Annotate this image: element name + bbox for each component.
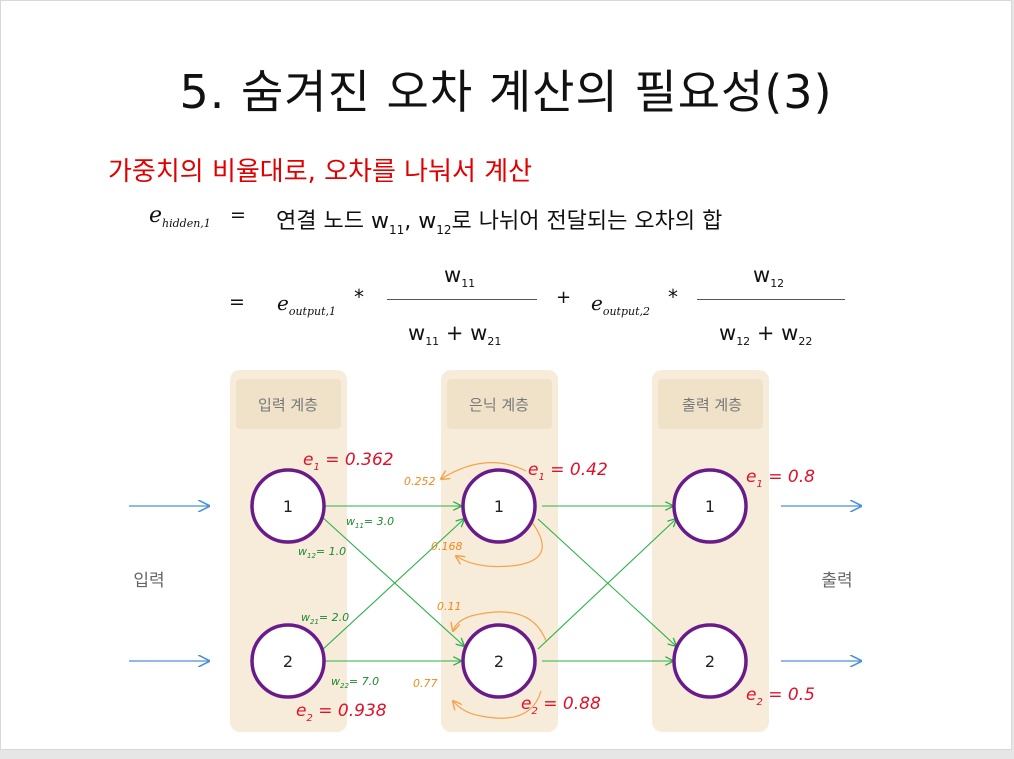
output-side-label: 출력 — [821, 571, 852, 591]
split-value-h1-top: 0.252 — [404, 475, 436, 488]
equation-equals-1: = — [230, 204, 246, 226]
node-hidden-2-label: 2 — [494, 652, 504, 671]
fraction1-den-plus: + w — [445, 321, 488, 345]
fraction1-denominator: w11 + w21 — [408, 321, 501, 348]
equation-lhs-base: e — [149, 203, 163, 228]
fraction2-denominator: w12 + w22 — [719, 321, 812, 348]
fraction1-numerator: w11 — [444, 263, 475, 290]
fraction2-num-sub: 12 — [770, 277, 785, 290]
weight-w11: w11= 3.0 — [346, 515, 394, 530]
node-input-1-label: 1 — [283, 497, 293, 516]
error-output-2: e2 = 0.5 — [746, 685, 815, 708]
split-arrow-h2-top — [453, 611, 547, 642]
term1-base: e — [277, 291, 289, 315]
term2: eoutput,2 — [591, 291, 650, 318]
term2-sub: output,2 — [602, 305, 651, 318]
fraction2-den-sub1: 12 — [736, 335, 751, 348]
node-hidden-1-label: 1 — [494, 497, 504, 516]
fraction2-den-sub2: 22 — [798, 335, 813, 348]
node-hidden-2: 2 — [461, 623, 537, 699]
split-value-h1-bottom: 0.168 — [431, 540, 463, 553]
fraction1-den-sub2: 21 — [487, 335, 502, 348]
equation-desc-sub1: 11 — [388, 223, 405, 237]
split-arrow-h1-bottom — [456, 520, 543, 568]
slide-title: 5. 숨겨진 오차 계산의 필요성(3) — [179, 65, 833, 119]
term1-sub: output,1 — [288, 305, 337, 318]
equation-lhs-sub: hidden,1 — [162, 217, 211, 230]
node-input-2-label: 2 — [283, 652, 293, 671]
split-value-h2-bottom: 0.77 — [413, 677, 438, 690]
slide-subtitle: 가중치의 비율대로, 오차를 나눠서 계산 — [108, 157, 533, 187]
layer-label-input: 입력 계층 — [258, 396, 318, 414]
equation-equals-2: = — [229, 291, 245, 313]
equation-desc-a: 연결 노드 w — [276, 209, 389, 234]
fraction1-num-sub: 11 — [461, 277, 476, 290]
node-input-2: 2 — [250, 623, 326, 699]
split-value-h2-top: 0.11 — [437, 600, 462, 613]
error-input-1: e1 = 0.362 — [303, 450, 394, 473]
error-hidden-2: e2 = 0.88 — [521, 694, 601, 717]
error-input-2: e2 = 0.938 — [296, 701, 387, 724]
fraction2-num-base: w — [753, 263, 771, 287]
node-output-2: 2 — [672, 623, 748, 699]
fraction1-den-sub1: 11 — [425, 335, 440, 348]
node-output-1-label: 1 — [705, 497, 715, 516]
link-i2-h1 — [320, 519, 464, 652]
weight-w22: w22= 7.0 — [331, 675, 379, 690]
fraction1-num-base: w — [444, 263, 462, 287]
fraction2-den-plus: + w — [756, 321, 799, 345]
input-side-label: 입력 — [133, 571, 164, 591]
node-hidden-1: 1 — [461, 468, 537, 544]
fraction2-numerator: w12 — [753, 263, 784, 290]
layer-label-output: 출력 계층 — [682, 396, 742, 414]
equation-desc-b: , w — [404, 209, 437, 234]
equation-lhs: ehidden,1 — [149, 203, 211, 230]
equation-plus: + — [556, 287, 572, 308]
link-i1-h2 — [320, 515, 464, 646]
link-h2-o1 — [537, 519, 676, 650]
fraction1-den-a: w — [408, 321, 426, 345]
equation-desc-c: 로 나뉘어 전달되는 오차의 합 — [451, 209, 723, 234]
node-output-1: 1 — [672, 468, 748, 544]
fraction1-bar — [387, 299, 537, 300]
error-hidden-1: e1 = 0.42 — [528, 460, 608, 483]
term1-multiply: * — [354, 285, 364, 309]
node-input-1: 1 — [250, 468, 326, 544]
term2-base: e — [591, 291, 603, 315]
fraction2-bar — [697, 299, 845, 300]
error-output-1: e1 = 0.8 — [746, 467, 815, 490]
link-h1-o2 — [537, 518, 676, 646]
equation-desc-sub2: 12 — [436, 223, 452, 237]
weight-w12: w12= 1.0 — [298, 545, 346, 560]
node-output-2-label: 2 — [705, 652, 715, 671]
layer-label-hidden: 은닉 계층 — [469, 396, 529, 414]
equation-description: 연결 노드 w11, w12로 나뉘어 전달되는 오차의 합 — [276, 203, 722, 237]
term1: eoutput,1 — [277, 291, 336, 318]
weight-w21: w21= 2.0 — [301, 611, 349, 626]
split-arrow-h2-bottom — [453, 690, 542, 719]
split-arrow-h1-top — [441, 462, 527, 479]
fraction2-den-a: w — [719, 321, 737, 345]
term2-multiply: * — [668, 285, 678, 309]
